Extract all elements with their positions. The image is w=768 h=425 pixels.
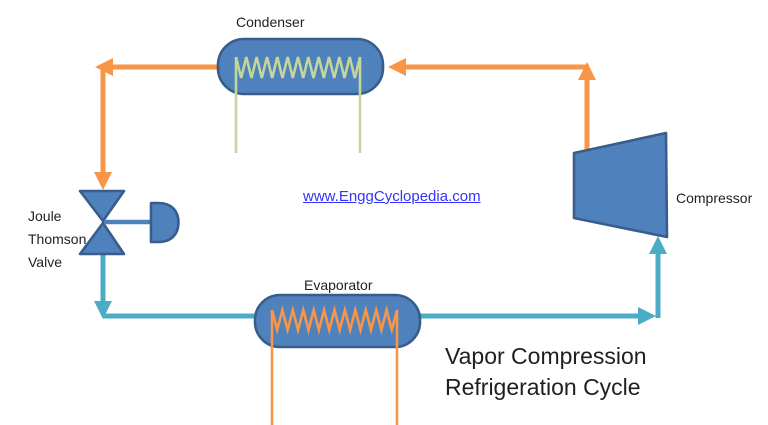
diagram-title: Vapor Compression Refrigeration Cycle: [445, 341, 647, 403]
arrow-up-icon: [649, 236, 667, 254]
diagram-title-line1: Vapor Compression: [445, 343, 647, 369]
compressor-shape: [572, 131, 669, 239]
valve-actuator: [149, 201, 180, 244]
cold-pipes: [94, 236, 667, 325]
compressor-label: Compressor: [676, 190, 753, 206]
evaporator-coil: [270, 304, 399, 425]
diagram-title-line2: Refrigeration Cycle: [445, 374, 641, 400]
valve-label: Joule Thomson Valve: [28, 205, 86, 274]
valve-label-line1: Joule: [28, 208, 62, 224]
condenser-coil: [234, 56, 362, 153]
valve-label-line2: Thomson: [28, 231, 87, 247]
arrow-right-icon: [638, 307, 656, 325]
arrow-down-icon: [94, 301, 112, 319]
valve-top-triangle: [78, 189, 126, 223]
arrow-down-icon: [94, 172, 112, 190]
evaporator-label: Evaporator: [304, 277, 373, 293]
valve-label-line3: Valve: [28, 254, 62, 270]
condenser-coil-zigzag: [234, 56, 362, 79]
condenser-label: Condenser: [236, 14, 305, 30]
website-link[interactable]: www.EnggCyclopedia.com: [303, 188, 481, 205]
valve-bottom-triangle: [78, 221, 126, 256]
hot-pipes: [94, 58, 596, 190]
arrow-up-icon: [578, 62, 596, 80]
arrow-left-icon: [388, 58, 406, 76]
evaporator-coil-zigzag: [270, 304, 399, 336]
